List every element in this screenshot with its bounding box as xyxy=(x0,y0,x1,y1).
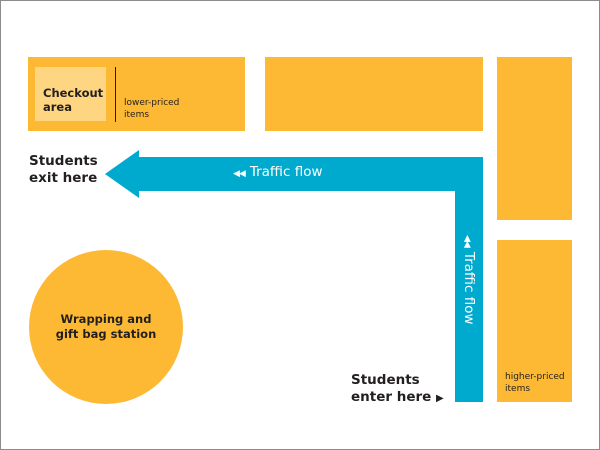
double-left-arrow-icon: ◀◀ xyxy=(233,169,246,179)
traffic-flow-text: Traffic flow xyxy=(249,164,323,180)
traffic-flow-label-horizontal: ◀◀Traffic flow xyxy=(233,163,323,183)
wrapping-station-line2: gift bag station xyxy=(55,327,157,341)
traffic-flow-label-vertical: ◀◀ Traffic flow xyxy=(458,235,478,325)
enter-label-line2: enter here ▶ xyxy=(351,389,444,407)
shelf-divider xyxy=(115,67,116,122)
enter-label: Students enter here ▶ xyxy=(351,372,444,407)
checkout-label-line2: area xyxy=(43,100,72,114)
higher-priced-line1: higher-priced xyxy=(505,372,565,382)
higher-priced-label: higher-priced items xyxy=(505,371,565,395)
lower-priced-label: lower-priced items xyxy=(124,97,179,121)
enter-label-line1: Students xyxy=(351,372,420,388)
lower-priced-line2: items xyxy=(124,110,150,120)
lower-priced-line1: lower-priced xyxy=(124,98,180,108)
checkout-label: Checkout area xyxy=(43,86,113,114)
wrapping-station xyxy=(29,250,183,404)
exit-arrowhead-icon xyxy=(105,150,139,198)
wrapping-station-label: Wrapping and gift bag station xyxy=(29,312,183,342)
checkout-label-line1: Checkout xyxy=(43,86,104,100)
traffic-flow-vertical xyxy=(455,157,483,402)
higher-priced-line2: items xyxy=(505,384,531,394)
right-arrow-icon: ▶ xyxy=(436,393,444,404)
shelf-middle xyxy=(265,57,483,131)
traffic-flow-text: Traffic flow xyxy=(461,251,477,325)
shelf-higher-priced xyxy=(497,240,572,402)
checkout-area xyxy=(35,67,106,121)
exit-label-line2: exit here xyxy=(29,170,98,186)
enter-label-text: enter here xyxy=(351,389,432,405)
traffic-flow-horizontal xyxy=(138,157,483,191)
double-up-arrow-icon: ◀◀ xyxy=(462,235,472,247)
exit-label: Students exit here xyxy=(29,153,98,187)
exit-label-line1: Students xyxy=(29,153,98,169)
shelf-right-upper xyxy=(497,57,572,220)
wrapping-station-line1: Wrapping and xyxy=(60,312,152,326)
